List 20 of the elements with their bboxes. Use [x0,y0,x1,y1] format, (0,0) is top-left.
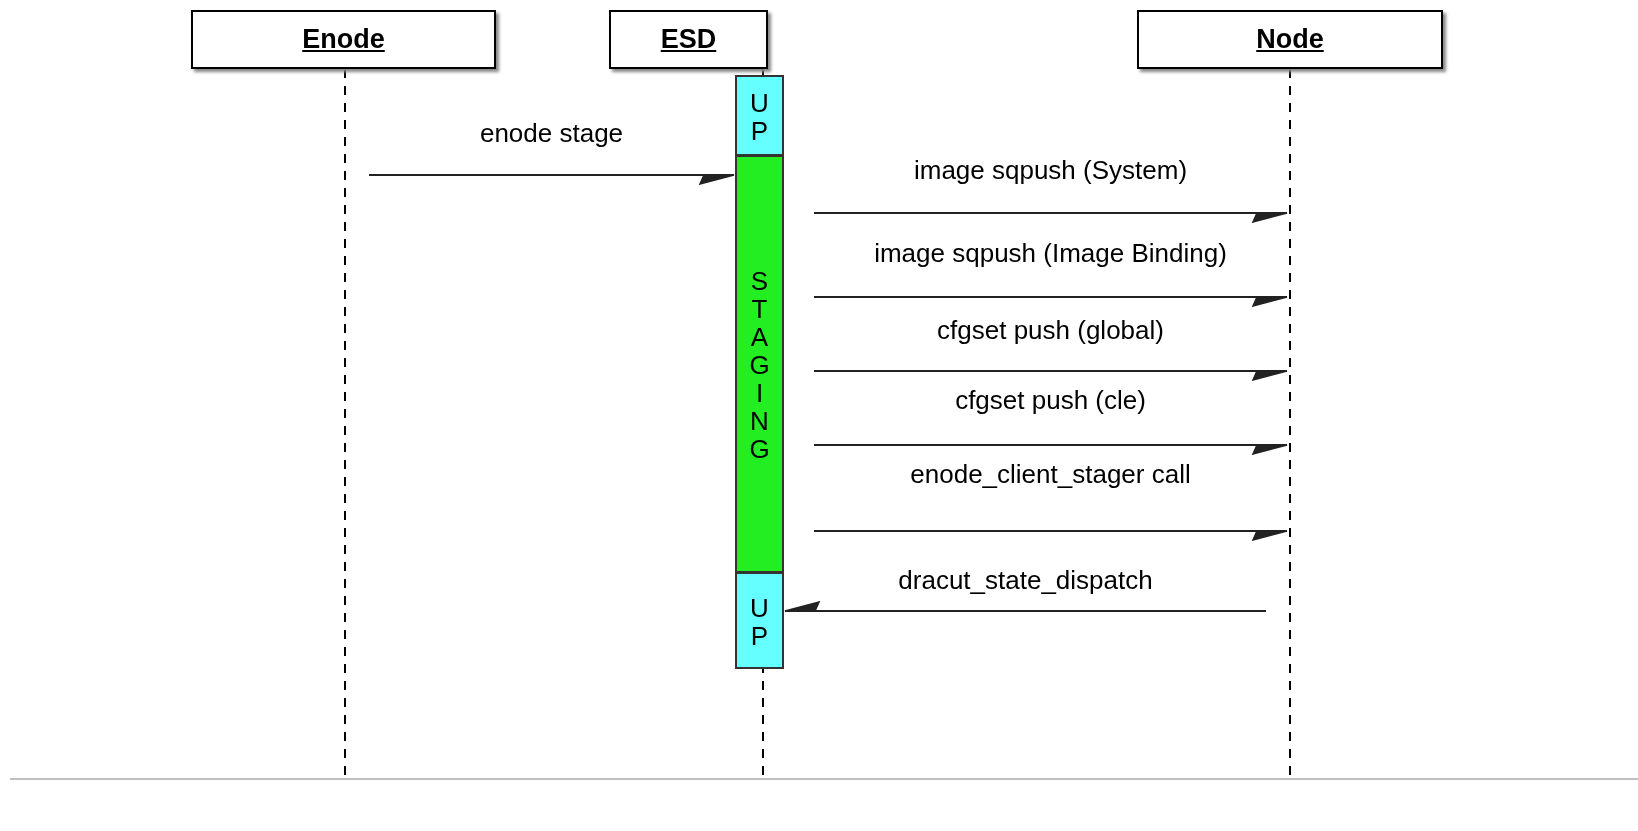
message-label: cfgset push (global) [937,315,1164,346]
participant-box: Node [1137,10,1443,69]
message-arrow [813,296,1288,307]
message-arrow [813,370,1288,381]
activation-bar: STAGING [735,155,784,573]
message-label: image sqpush (System) [913,155,1188,186]
message-arrow [813,530,1288,541]
participant-box: Enode [191,10,496,69]
activation-bar: UP [735,572,784,669]
message-label: image sqpush (Image Binding) [874,238,1227,269]
message-label: cfgset push (cle) [955,385,1146,416]
participant-box: ESD [609,10,768,69]
message-arrow [368,174,735,185]
message-arrow [813,444,1288,455]
message-label: dracut_state_dispatch [898,565,1153,596]
activation-bar: UP [735,75,784,156]
message-arrow [784,601,1267,612]
message-label: enode_client_stager call [910,459,1191,490]
message-label: enode stage [479,118,624,149]
message-arrow [813,212,1288,223]
